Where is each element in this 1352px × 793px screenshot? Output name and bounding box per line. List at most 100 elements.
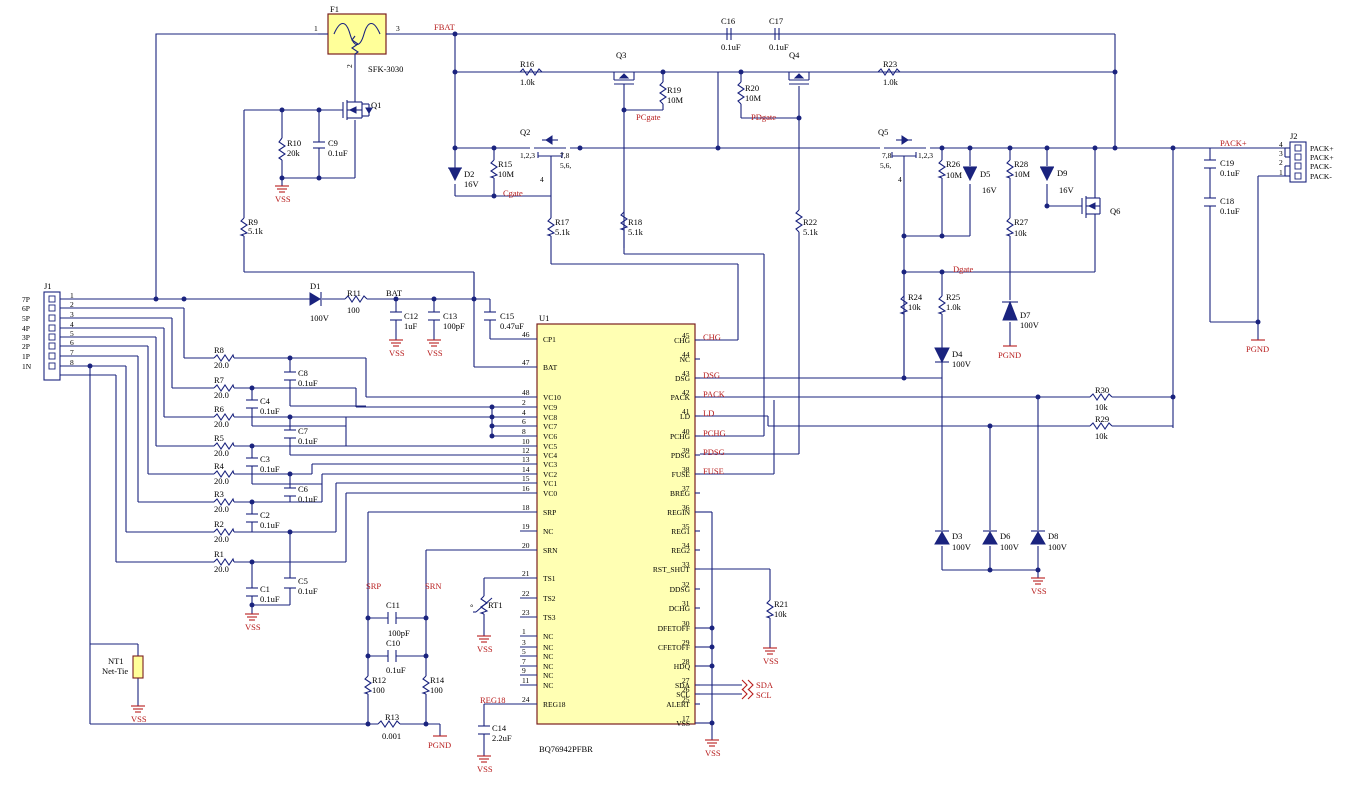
d7-val: 100V xyxy=(1020,320,1040,330)
ic-pin-num: 21 xyxy=(522,569,530,578)
ic-pin-name: VC6 xyxy=(543,432,557,441)
ic-pin-name: VC9 xyxy=(543,403,557,412)
ic-pin-name: TS2 xyxy=(543,594,556,603)
filter-c-val: 0.1uF xyxy=(260,594,280,604)
ic-pin-name: DSG xyxy=(675,374,691,383)
ic-pin-name: VC10 xyxy=(543,393,561,402)
j1-pin xyxy=(48,295,56,303)
ic-pin-num: 11 xyxy=(522,676,529,685)
c10-ref: C10 xyxy=(386,638,400,648)
q5-pins-c: 5,6, xyxy=(880,161,891,170)
vss-label: VSS xyxy=(705,748,721,758)
j2-pin xyxy=(1294,172,1302,180)
ic-pin-num: 46 xyxy=(522,330,530,339)
ic-pin-name: NC xyxy=(543,527,553,536)
d9-val: 16V xyxy=(1059,185,1075,195)
r28-val: 10M xyxy=(1014,169,1031,179)
ic-pin-num: 28 xyxy=(682,657,690,666)
r19-val: 10M xyxy=(667,95,684,105)
ic-pin-name: LD xyxy=(680,412,691,421)
ic-pin-num: 8 xyxy=(522,427,526,436)
ic-pin-num: 18 xyxy=(522,503,530,512)
c11-val: 100pF xyxy=(388,628,410,638)
filter-r-ref: R7 xyxy=(214,375,224,385)
filter-r-val: 20.0 xyxy=(214,564,229,574)
q2-ref: Q2 xyxy=(520,127,530,137)
net-sda: SDA xyxy=(756,680,774,690)
q1: Q1 xyxy=(342,100,381,120)
q6-ref: Q6 xyxy=(1110,206,1120,216)
ic-pin-num: 20 xyxy=(522,541,530,550)
ic-pin-name: VC5 xyxy=(543,442,557,451)
j1-pin-num: 1 xyxy=(70,291,74,300)
j2-pin-num: 4 xyxy=(1279,140,1283,149)
net-pdgate: PDgate xyxy=(751,112,776,122)
filter-r-val: 20.0 xyxy=(214,448,229,458)
ic-pin-name: DDSG xyxy=(670,585,691,594)
ic-pin-name: SDA xyxy=(675,681,691,690)
ic-pin-num: 10 xyxy=(522,437,530,446)
r12-ref: R12 xyxy=(372,675,386,685)
pgnd-label: PGND xyxy=(1246,344,1269,354)
ic-pin-name: CFETOFF xyxy=(658,643,690,652)
j2-pin xyxy=(1294,153,1302,161)
r9-val: 5.1k xyxy=(248,226,264,236)
net-ld: LD xyxy=(703,408,714,418)
ic-pin-num: 3 xyxy=(522,638,526,647)
j2-ref: J2 xyxy=(1290,131,1298,141)
d3-val: 100V xyxy=(952,542,972,552)
ic-pin-name: REG1 xyxy=(671,527,690,536)
filter-c-ref: C2 xyxy=(260,510,270,520)
c13-val: 100pF xyxy=(443,321,465,331)
q4-ref: Q4 xyxy=(789,50,800,60)
q3: Q3 xyxy=(612,50,636,86)
filter-c-val: 0.1uF xyxy=(298,436,318,446)
filter-c-ref: C3 xyxy=(260,454,270,464)
ic-pin-num: 39 xyxy=(682,446,690,455)
j1-pin-num: 2 xyxy=(70,300,74,309)
r27-ref: R27 xyxy=(1014,217,1028,227)
ic-pin-num: 25 xyxy=(682,695,690,704)
j2-pin-label: PACK- xyxy=(1310,162,1332,171)
ic-pin-name: CP1 xyxy=(543,335,556,344)
ic-pin-num: 29 xyxy=(682,638,690,647)
ic-pin-num: 35 xyxy=(682,522,690,531)
fuse-f1: F1 1 3 2 SFK-3030 xyxy=(314,4,403,74)
j2-pin xyxy=(1294,162,1302,170)
ic-pin-name: VC3 xyxy=(543,460,557,469)
ic-pin-num: 44 xyxy=(682,350,690,359)
filter-r-val: 20.0 xyxy=(214,534,229,544)
ic-pin-name: DCHG xyxy=(669,604,691,613)
ic-pin-name: PCHG xyxy=(670,432,691,441)
fuse-pin2: 2 xyxy=(345,64,354,68)
ic-pin-name: RST_SHUT xyxy=(653,565,691,574)
r30-val: 10k xyxy=(1095,402,1109,412)
net-pcgate: PCgate xyxy=(636,112,661,122)
c12-val: 1uF xyxy=(404,321,418,331)
j1-pin xyxy=(48,324,56,332)
ic-left-pins: 46CP147BAT48VC102VC94VC86VC78VC610VC512V… xyxy=(520,330,566,709)
ic-pin-num: 26 xyxy=(682,685,690,694)
ic-pin-num: 4 xyxy=(522,408,526,417)
j2-pin-label: PACK- xyxy=(1310,172,1332,181)
net-dsg: DSG xyxy=(703,370,720,380)
j1-pin-label: 1N xyxy=(22,362,32,371)
filter-r-ref: R2 xyxy=(214,519,224,529)
resistors xyxy=(213,68,1113,728)
j1-pin xyxy=(48,352,56,360)
r12-val: 100 xyxy=(372,685,385,695)
net-fuse: FUSE xyxy=(703,466,724,476)
ic-pin-name: NC xyxy=(543,681,553,690)
net-dgate: Dgate xyxy=(953,264,974,274)
ic-pin-name: TS3 xyxy=(543,613,556,622)
j1-pin xyxy=(48,362,56,370)
q5: Q5 7,8 1,2,3 5,6, 4 xyxy=(878,127,933,184)
ic-pin-num: 38 xyxy=(682,465,690,474)
ic-pin-num: 43 xyxy=(682,369,690,378)
q5-pins-b: 1,2,3 xyxy=(918,151,933,160)
net-pack: PACK xyxy=(703,389,726,399)
r29-val: 10k xyxy=(1095,431,1109,441)
q2-pins-c: 5,6, xyxy=(560,161,571,170)
ic-pin-num: 22 xyxy=(522,589,530,598)
